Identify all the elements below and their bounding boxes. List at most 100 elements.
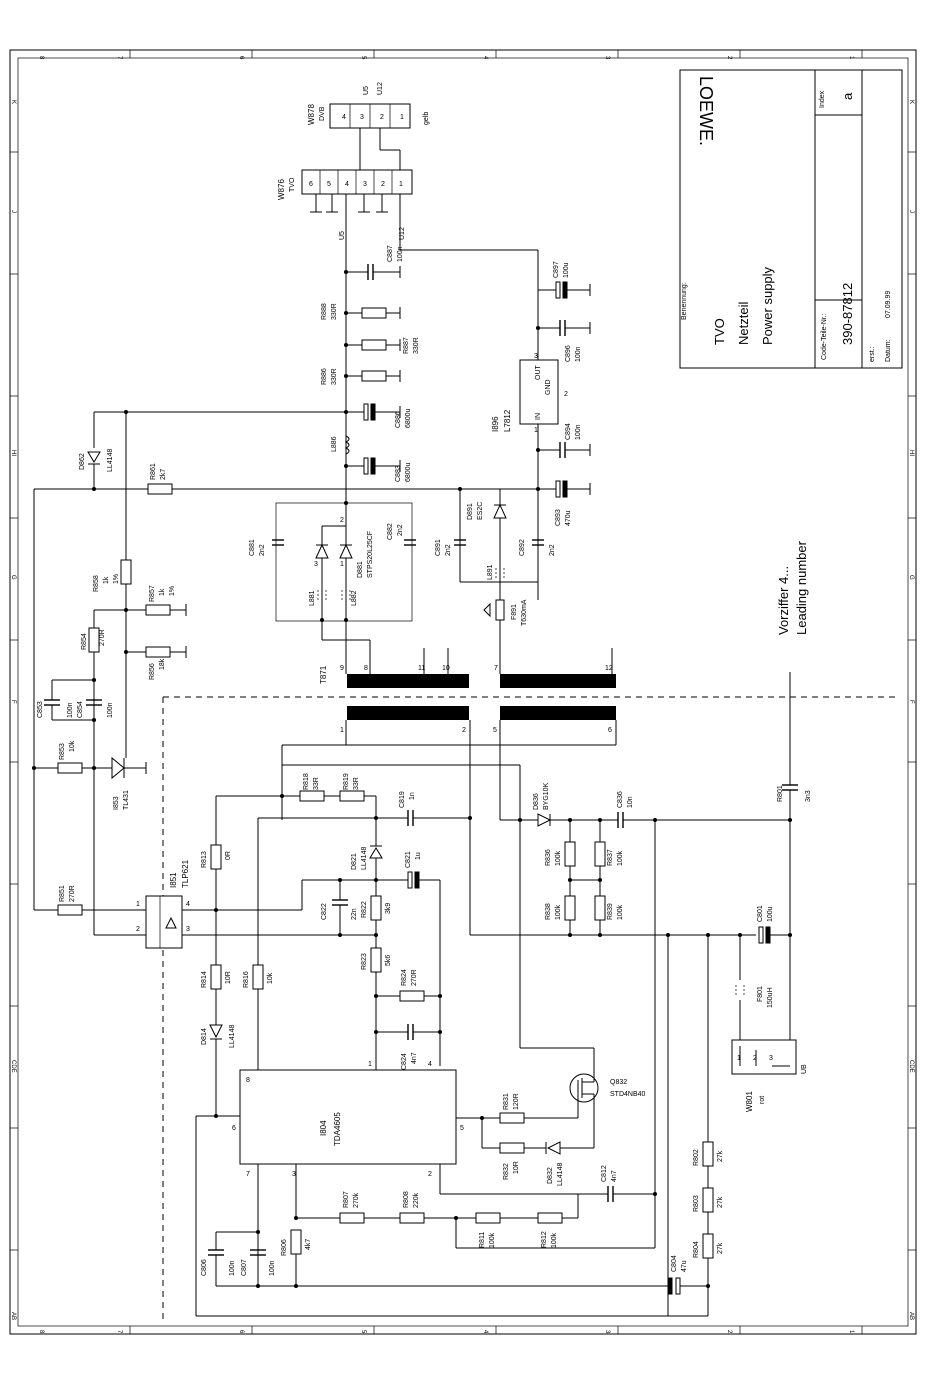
c807-val: 100n <box>269 1260 276 1276</box>
d821-ref: D821 <box>351 853 358 870</box>
w878-note: gelb <box>423 112 430 125</box>
pin: 1 <box>399 181 403 188</box>
pin: 4 <box>428 1061 432 1068</box>
reg-gnd: GND <box>545 379 552 395</box>
w801-ref: W801 <box>745 1091 754 1112</box>
r857-val: 1k <box>159 588 166 596</box>
row-label: AB <box>908 1312 914 1320</box>
q832-val: STD4NB40 <box>610 1091 646 1098</box>
r802-ref: R802 <box>693 1149 700 1166</box>
c821-val: 1u <box>415 852 422 860</box>
i804-val: TDA4605 <box>333 1112 342 1146</box>
pin: 3 <box>363 181 367 188</box>
d862-ref: D862 <box>79 453 86 470</box>
pin: 9 <box>340 665 344 672</box>
connector-w876: 6 5 4 3 2 1 W876 TVO U5 U12 <box>277 169 413 240</box>
isolation-barrier <box>162 696 900 1320</box>
c887-val: 100n <box>397 246 404 262</box>
r822-val: 3k9 <box>385 903 392 914</box>
pin: 3 <box>360 114 364 121</box>
pin: 4 <box>345 181 349 188</box>
c854-ref: C854 <box>77 701 84 718</box>
c893-val: 470u <box>565 510 572 526</box>
pin: 2 <box>564 391 568 398</box>
c807-ref: C807 <box>241 1259 248 1276</box>
r837-ref: R837 <box>607 849 614 866</box>
f801-ref: F801 <box>757 986 764 1002</box>
r813-val: 0R <box>225 851 232 860</box>
c882-ref: C882 <box>387 523 394 540</box>
f891-val: T630mA <box>521 599 528 626</box>
c836-ref: C836 <box>617 791 624 808</box>
pin: 6 <box>608 727 612 734</box>
r831-ref: R831 <box>503 1093 510 1110</box>
pin: 3 <box>534 353 538 360</box>
d821-val: LL4148 <box>361 847 368 870</box>
col-label: 7 <box>116 1330 122 1334</box>
c806-ref: C806 <box>201 1259 208 1276</box>
r819-val: 33R <box>353 777 360 790</box>
r838-ref: R838 <box>545 903 552 920</box>
pin: 7 <box>494 665 498 672</box>
r807-val: 270k <box>353 1192 360 1208</box>
pin: 5 <box>493 727 497 734</box>
r801-ref: R801 <box>777 785 784 802</box>
f801-val: 150uH <box>767 987 774 1008</box>
erst-label: erst.: <box>869 346 876 362</box>
r808-ref: R808 <box>403 1191 410 1208</box>
reg-out: OUT <box>535 365 542 381</box>
pin: 8 <box>364 665 368 672</box>
r814-ref: R814 <box>201 971 208 988</box>
pin: 1 <box>534 427 538 434</box>
r801-val: 3n3 <box>805 790 812 802</box>
note-line2: Leading number <box>794 540 809 635</box>
row-label: J <box>908 210 914 213</box>
r816-val: 10k <box>267 972 274 984</box>
row-label: F <box>10 700 16 704</box>
r813-ref: R813 <box>201 851 208 868</box>
net-label: U12 <box>399 227 406 240</box>
c812-ref: C812 <box>601 1165 608 1182</box>
secondary-output-chain: C887 100n R888 330R R887 330R R886 330R … <box>321 245 420 505</box>
c801-val: 100u <box>767 906 774 922</box>
drawing-frame <box>9 49 917 1335</box>
r861-val: 2k7 <box>160 469 167 480</box>
pin: 2 <box>340 517 344 524</box>
secondary-rectifiers: C881 2n2 C882 2n2 3 2 1 D881 STPS20L25CF… <box>249 466 416 660</box>
c822-ref: C822 <box>321 903 328 920</box>
c894-val: 100n <box>575 424 582 440</box>
row-label: CDE <box>908 1060 914 1073</box>
c819-val: 1n <box>409 792 416 800</box>
w878-ref: W878 <box>307 104 316 125</box>
l886-ref: L886 <box>331 436 338 452</box>
col-label: 6 <box>238 56 244 60</box>
r888-val: 330R <box>331 303 338 320</box>
r886-val: 330R <box>331 368 338 385</box>
col-label: 1 <box>848 1330 854 1334</box>
c806-val: 100n <box>229 1260 236 1276</box>
logo: LOEWE. <box>696 76 716 146</box>
l881-ref: L881 <box>309 590 316 606</box>
d814-val: LL4148 <box>229 1025 236 1048</box>
c881-val: 2n2 <box>259 544 266 556</box>
d862-val: LL4148 <box>107 449 114 472</box>
r823-val: 5k6 <box>385 955 392 966</box>
r814-val: 10R <box>225 971 232 984</box>
c824-val: 4n7 <box>411 1052 418 1064</box>
primary-circuit: R818 33R R819 33R C819 1n D836 BYG10K C8… <box>34 672 812 1317</box>
col-label: 5 <box>360 1330 366 1334</box>
net-label: U12 <box>377 82 384 95</box>
r807-ref: R807 <box>343 1191 350 1208</box>
f891-ref: F891 <box>511 604 518 620</box>
pin: 5 <box>327 181 331 188</box>
c886-val: 6800u <box>405 408 412 428</box>
pin: 2 <box>753 1055 757 1062</box>
pin: 4 <box>186 901 190 908</box>
r854-val: 270R <box>99 629 106 646</box>
r851-ref: R851 <box>59 885 66 902</box>
col-label: 3 <box>604 56 610 60</box>
c854-val: 100n <box>107 702 114 718</box>
row-label: J <box>10 210 16 213</box>
r823-ref: R823 <box>361 953 368 970</box>
